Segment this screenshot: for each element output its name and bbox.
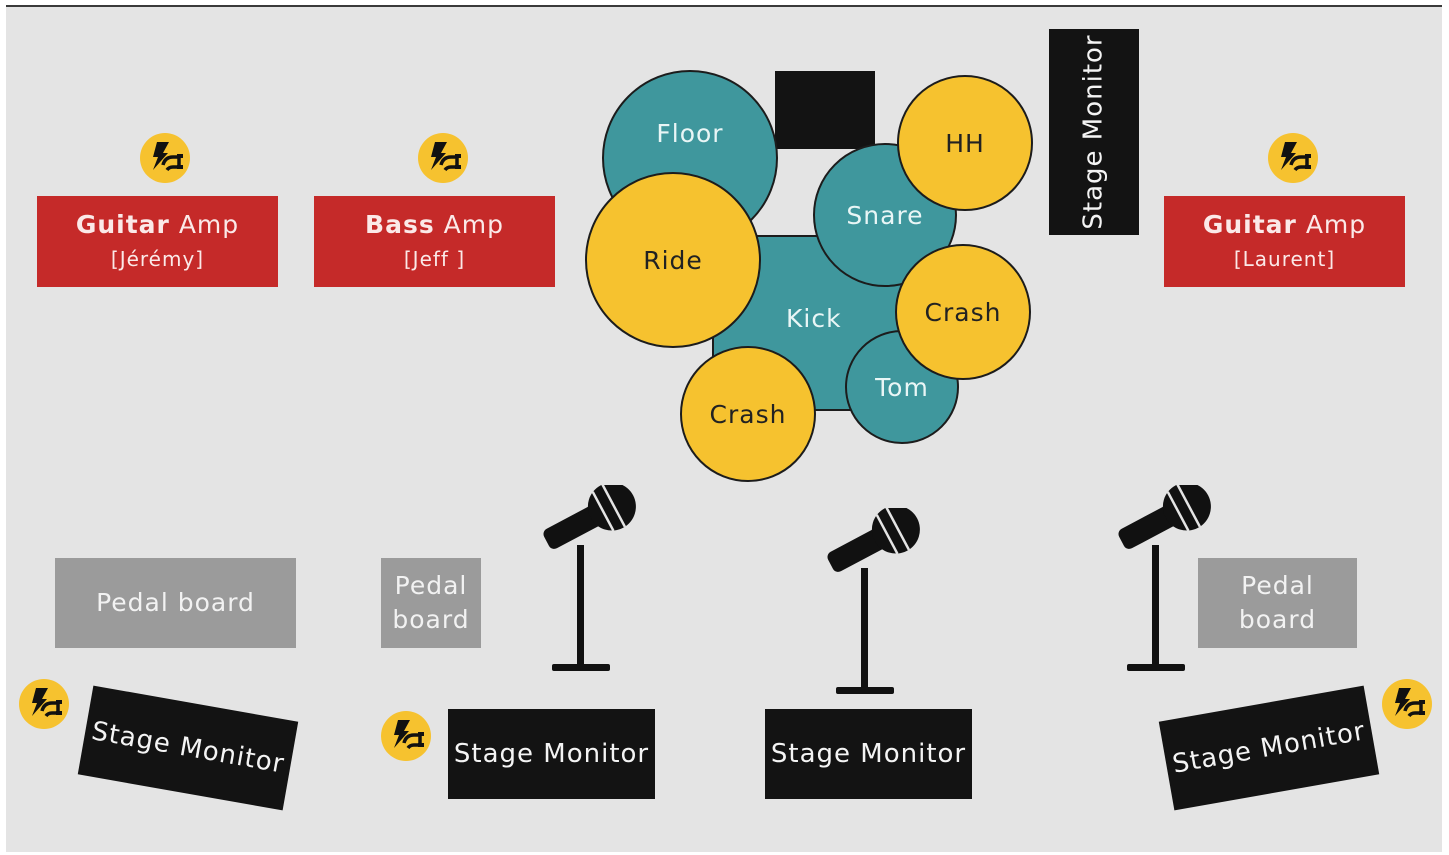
amp-player: [Jérémy]	[110, 247, 205, 271]
crash-cymbal-right: Crash	[895, 244, 1031, 380]
stage-monitor-front-center-left: Stage Monitor	[448, 709, 655, 799]
drum-label: Floor	[656, 118, 724, 148]
amp-title: Guitar Amp	[1202, 210, 1367, 239]
drum-label: Tom	[875, 372, 929, 402]
stage-monitor-front-center-right: Stage Monitor	[765, 709, 972, 799]
kick-label: Kick	[786, 304, 842, 333]
pedal-board-center: Pedal board	[381, 558, 481, 648]
guitar-amp-laurent: Guitar Amp [Laurent]	[1164, 196, 1405, 287]
pedal-board-left: Pedal board	[55, 558, 296, 648]
amp-player: [Laurent]	[1233, 247, 1336, 271]
microphone-stand-icon	[1109, 485, 1219, 675]
drum-label: HH	[945, 128, 985, 158]
amp-title: Bass Amp	[365, 210, 504, 239]
guitar-amp-jeremy: Guitar Amp [Jérémy]	[37, 196, 278, 287]
hihat-cymbal: HH	[897, 75, 1033, 211]
stage-monitor-drums: Stage Monitor	[1049, 29, 1139, 235]
power-plug-icon	[1267, 132, 1319, 184]
drum-label: Crash	[924, 297, 1002, 327]
amp-title: Guitar Amp	[75, 210, 240, 239]
bass-amp-jeff: Bass Amp [Jeff ]	[314, 196, 555, 287]
ride-cymbal: Ride	[585, 172, 761, 348]
drum-label: Crash	[709, 399, 787, 429]
stage-monitor-front-right: Stage Monitor	[1158, 685, 1380, 811]
pedal-board-right: Pedal board	[1198, 558, 1357, 648]
power-plug-icon	[18, 678, 70, 730]
microphone-stand-icon	[534, 485, 644, 675]
crash-cymbal-left: Crash	[680, 346, 816, 482]
monitor-label: Stage Monitor	[1079, 34, 1110, 230]
power-plug-icon	[417, 132, 469, 184]
stage-monitor-front-left: Stage Monitor	[77, 685, 299, 811]
drum-riser-block	[775, 71, 875, 149]
stage-plot: Guitar Amp [Jérémy] Bass Amp [Jeff ] Gui…	[6, 5, 1442, 852]
microphone-stand-icon	[818, 508, 928, 698]
power-plug-icon	[1381, 678, 1433, 730]
drum-label: Ride	[643, 245, 703, 275]
power-plug-icon	[380, 710, 432, 762]
drum-label: Snare	[846, 200, 924, 230]
power-plug-icon	[139, 132, 191, 184]
amp-player: [Jeff ]	[403, 247, 466, 271]
